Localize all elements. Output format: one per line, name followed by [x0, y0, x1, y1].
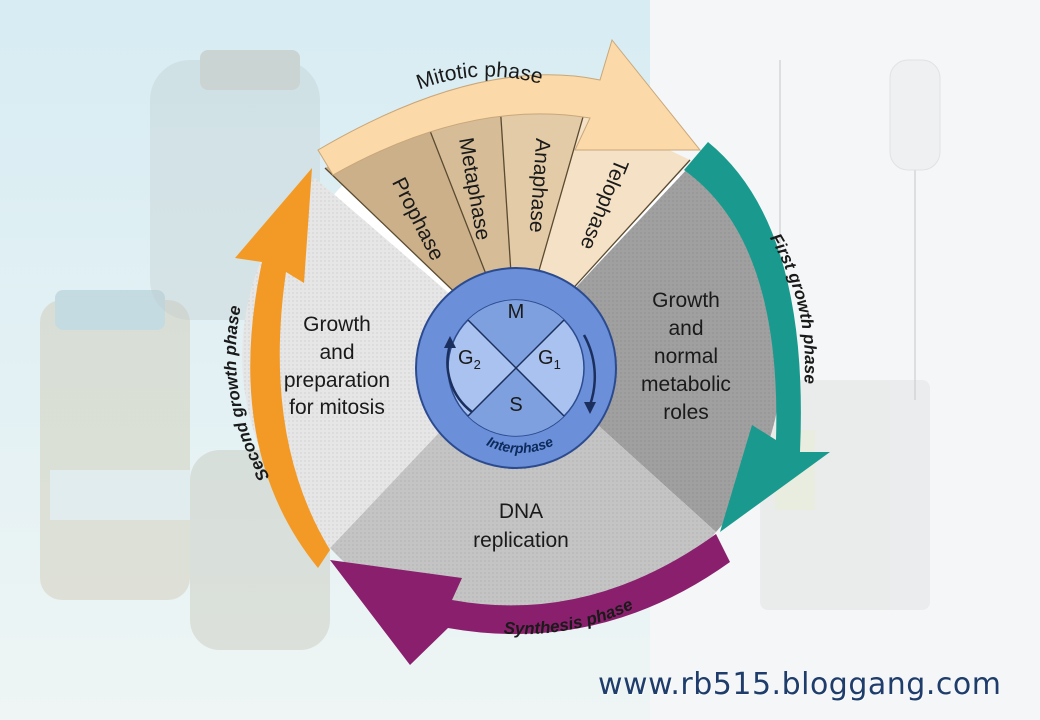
- svg-text:Growth: Growth: [303, 313, 371, 336]
- svg-text:and: and: [668, 317, 703, 340]
- mitotic-phase-arrow: [317, 38, 702, 176]
- g1-sector-label: Growth and normal metabolic roles: [641, 289, 731, 424]
- m-label: M: [508, 301, 525, 323]
- second-growth-phase-arrow: [235, 168, 330, 568]
- interphase-arrow-left: [446, 344, 473, 413]
- svg-text:normal: normal: [654, 345, 718, 368]
- svg-text:replication: replication: [473, 529, 569, 552]
- svg-text:and: and: [319, 341, 354, 364]
- g2-sector-texture: [242, 178, 516, 548]
- s-quadrant: [468, 368, 564, 436]
- g1-label: G1: [538, 347, 561, 372]
- synthesis-phase-arrow: [330, 534, 730, 665]
- svg-text:DNA: DNA: [499, 500, 543, 523]
- s-sector-texture: [330, 351, 716, 630]
- vial-icon: [40, 290, 190, 600]
- svg-text:for mitosis: for mitosis: [289, 396, 385, 419]
- iv-bag-icon: [779, 59, 941, 400]
- svg-text:metabolic: metabolic: [641, 373, 731, 396]
- watermark-url: www.rb515.bloggang.com: [598, 667, 1002, 702]
- arrowhead-icon: [584, 402, 596, 414]
- g2-label: G2: [458, 347, 481, 372]
- svg-text:preparation: preparation: [284, 369, 390, 392]
- m-quadrant: [468, 300, 564, 368]
- interphase-label: Interphase: [484, 433, 555, 456]
- interphase-arrow-right: [582, 334, 597, 406]
- svg-text:Growth: Growth: [652, 289, 720, 312]
- s-sector-label: DNA replication: [473, 500, 569, 552]
- arrowhead-icon: [444, 336, 456, 348]
- first-growth-phase-arrow: [684, 142, 830, 532]
- g1-sector-texture: [516, 166, 782, 532]
- g2-sector-label: Growth and preparation for mitosis: [284, 313, 390, 419]
- quadrant-dividers: [467, 319, 565, 417]
- s-label: S: [509, 394, 522, 416]
- svg-text:roles: roles: [663, 401, 709, 424]
